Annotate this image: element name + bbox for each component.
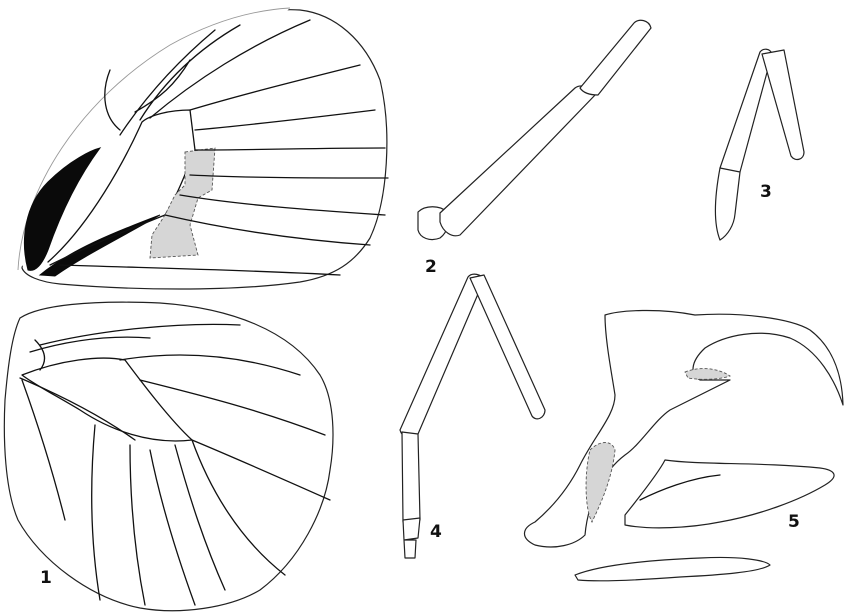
label-fig1: 1	[40, 568, 52, 588]
fig5-stippled-process-lower	[586, 443, 615, 523]
fig4-segment-tibia	[470, 275, 545, 419]
fig5-stippled-process-upper	[685, 369, 730, 380]
fig2-segment-main	[440, 86, 597, 236]
label-fig2: 2	[425, 257, 437, 277]
label-fig3: 3	[760, 182, 772, 202]
hindwing-outline	[4, 302, 333, 611]
fig3-leg	[716, 49, 805, 240]
hindwing	[4, 302, 333, 611]
fig5-valva	[625, 460, 834, 528]
fig3-segment-right	[762, 50, 804, 159]
fig5-aedeagus	[575, 557, 770, 580]
fig4-segment-femur	[400, 274, 484, 437]
fig2-leg	[418, 20, 651, 239]
fig4-tarsal-joints	[403, 518, 420, 558]
fig3-segment-tarsus	[716, 168, 741, 240]
fig5-genitalia	[524, 310, 843, 580]
label-fig5: 5	[788, 512, 800, 532]
label-fig4: 4	[430, 522, 442, 542]
fig3-segment-left	[720, 49, 772, 175]
fig2-segment-tip	[580, 20, 651, 95]
fig4-segment-tarsus	[402, 432, 420, 522]
forewing	[18, 8, 388, 289]
fig4-leg	[400, 274, 545, 558]
